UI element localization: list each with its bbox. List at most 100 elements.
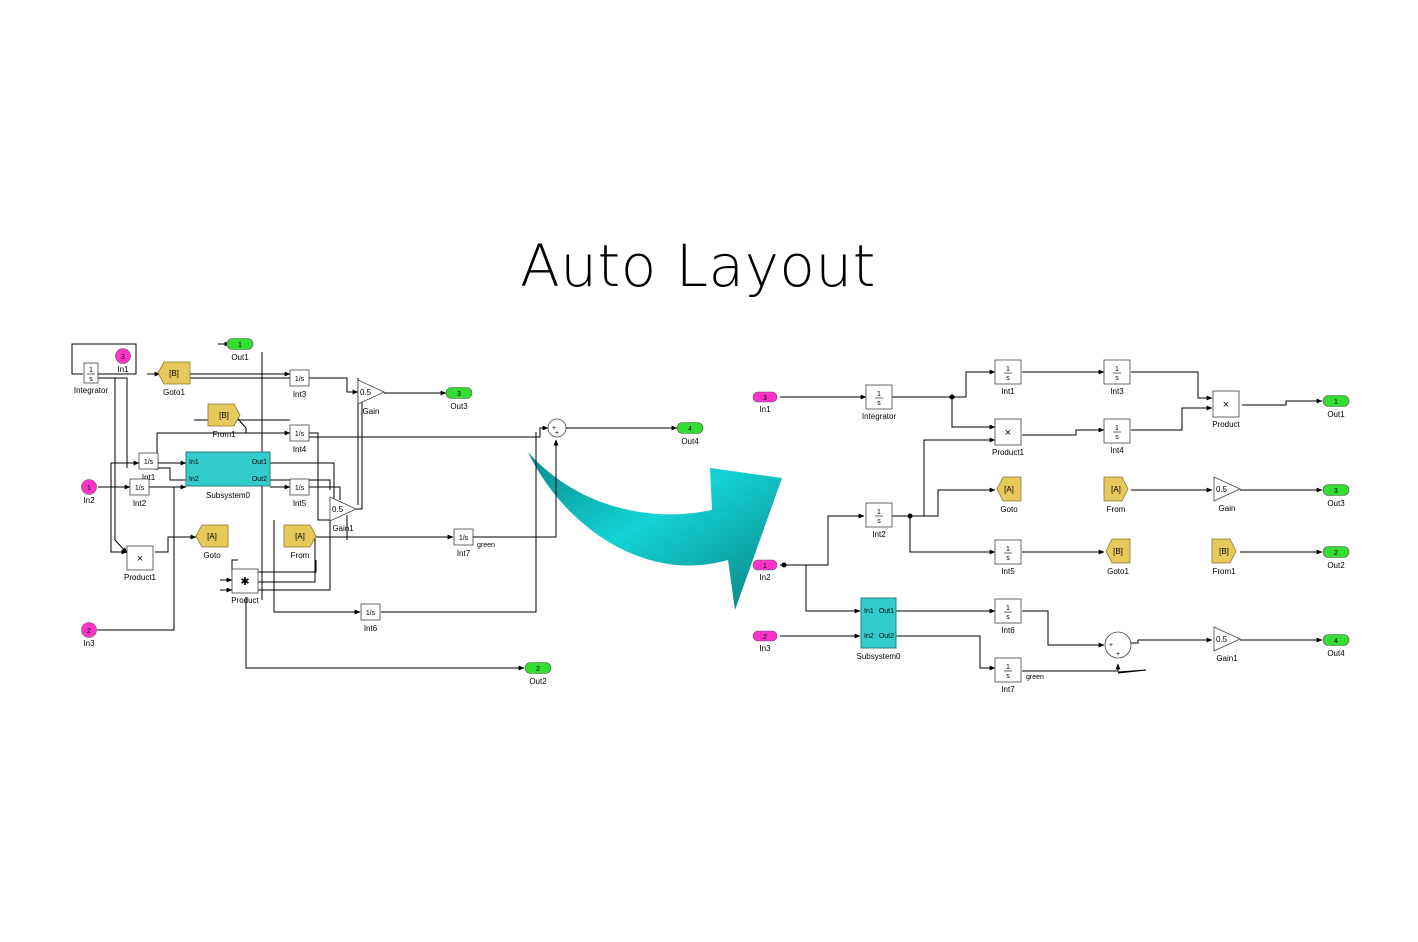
block-label: Goto xyxy=(1000,505,1018,514)
tag-text: [B] xyxy=(219,411,229,420)
block-label: Out1 xyxy=(1327,410,1345,419)
sub-in2: In2 xyxy=(189,476,199,483)
sub-out2: Out2 xyxy=(879,633,894,640)
sub-in1: In1 xyxy=(864,608,874,615)
block-label: Int6 xyxy=(1001,626,1015,635)
block-label: From xyxy=(1107,505,1126,514)
a-from-block[interactable]: [A]From xyxy=(1103,476,1129,514)
int-denominator: s xyxy=(1006,673,1010,680)
port-number: 2 xyxy=(87,628,91,635)
int-numerator: 1 xyxy=(877,391,881,398)
block-label: Gain xyxy=(1219,504,1236,513)
block-label: From xyxy=(291,551,310,560)
block-label: Out2 xyxy=(529,677,547,686)
port-number: 1 xyxy=(87,485,91,492)
b-prod1-block[interactable]: ×Product1 xyxy=(124,545,157,582)
sub-out1: Out1 xyxy=(252,459,267,466)
port-number: 1 xyxy=(238,342,242,349)
tag-text: [B] xyxy=(1219,547,1229,556)
port-number: 1 xyxy=(763,563,767,570)
int-numerator: 1 xyxy=(1006,605,1010,612)
transform-arrow xyxy=(528,452,782,610)
b-goto1-block[interactable]: [B]Goto1 xyxy=(157,361,191,397)
int-numerator: 1 xyxy=(1006,546,1010,553)
block-label: Goto1 xyxy=(163,388,185,397)
int-numerator: 1 xyxy=(89,367,93,374)
port-number: 3 xyxy=(457,391,461,398)
int-denominator: s xyxy=(877,518,881,525)
a-prod1-block[interactable]: ×Product1 xyxy=(992,418,1025,457)
product-symbol: ✱ xyxy=(240,576,249,588)
block-label: Out3 xyxy=(450,402,468,411)
block-label: Int3 xyxy=(1110,387,1124,396)
block-label: Int7 xyxy=(457,549,471,558)
block-label: Int1 xyxy=(142,473,156,482)
tag-text: [A] xyxy=(207,532,217,541)
b-from1-block[interactable]: [B]From1 xyxy=(207,403,241,439)
block-label: Goto xyxy=(203,551,221,560)
block-label: Int1 xyxy=(1001,387,1015,396)
block-label: Int4 xyxy=(293,445,307,454)
a-from1-block[interactable]: [B]From1 xyxy=(1211,538,1237,576)
block-text: 1/s xyxy=(144,459,154,466)
a-prod-block[interactable]: ×Product xyxy=(1212,390,1241,429)
block-label: Int5 xyxy=(293,499,307,508)
block-text: 1/s xyxy=(295,376,305,383)
int-numerator: 1 xyxy=(1006,366,1010,373)
b-from-block[interactable]: [A]From xyxy=(283,524,317,560)
block-label: Subsystem0 xyxy=(856,652,901,661)
b-goto-block[interactable]: [A] Goto xyxy=(195,524,229,560)
block-label: Product xyxy=(231,596,259,605)
block-label: In3 xyxy=(759,644,771,653)
product-symbol: × xyxy=(1005,427,1011,439)
b-prod-block[interactable]: ✱ Product xyxy=(231,568,260,605)
b-sum-block[interactable]: ++ xyxy=(547,418,567,438)
port-number: 2 xyxy=(536,666,540,673)
port-number: 2 xyxy=(763,634,767,641)
block-label: Int2 xyxy=(133,499,147,508)
block-label: In2 xyxy=(83,496,95,505)
a-goto-block[interactable]: [A]Goto xyxy=(996,476,1022,514)
a-sum-block[interactable]: ++ xyxy=(1104,631,1132,659)
a-goto1-block[interactable]: [B]Goto1 xyxy=(1105,538,1131,576)
port-number: 3 xyxy=(121,354,125,361)
after-wires xyxy=(780,369,1323,674)
